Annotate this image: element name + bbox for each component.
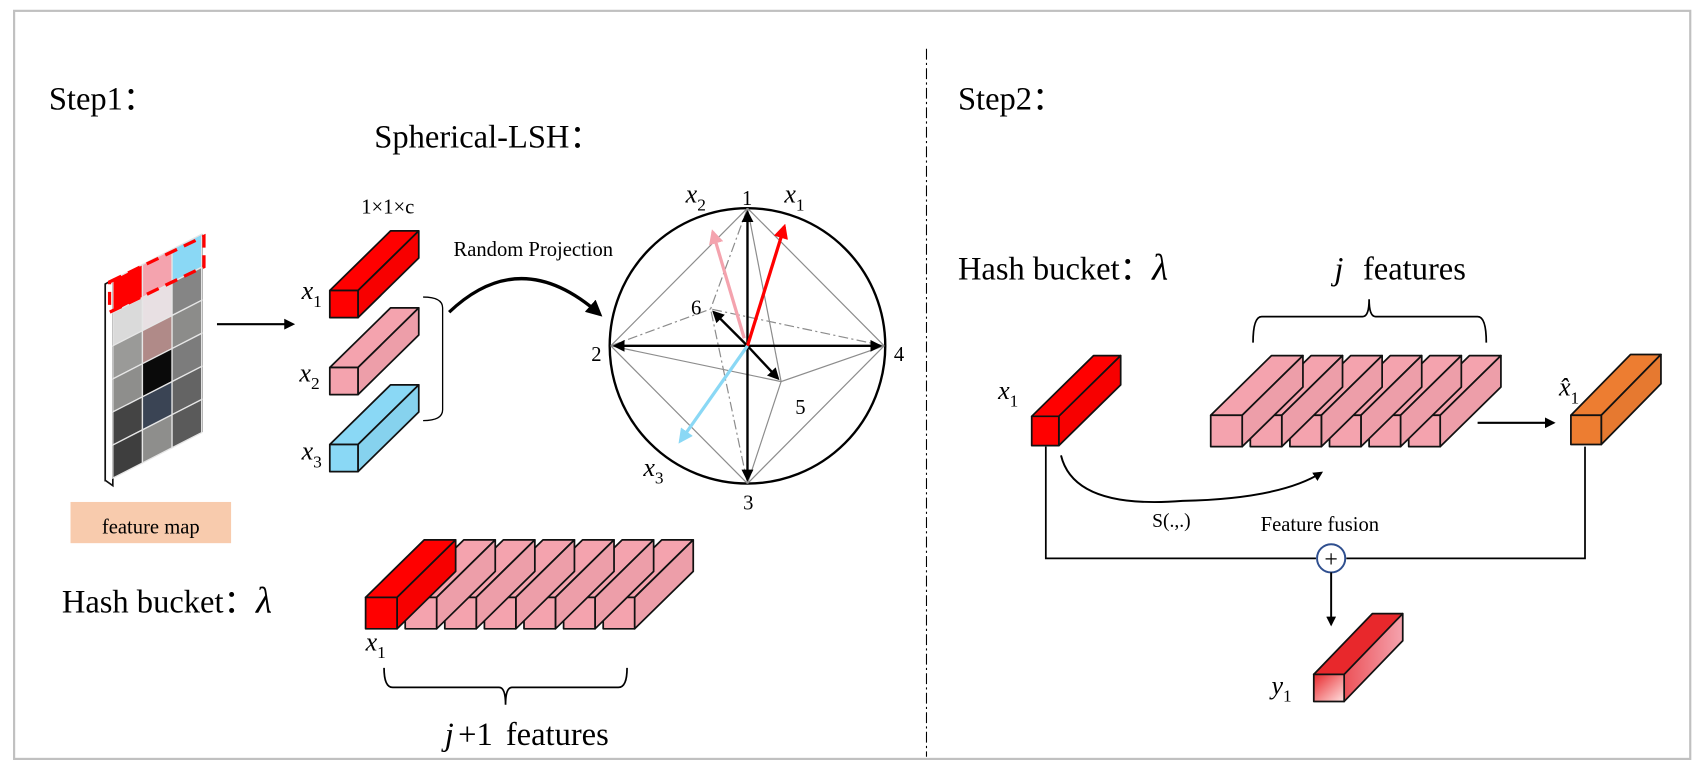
bucket-brace-step1 (383, 667, 628, 705)
vector-labels: x1 x2 x3 (298, 276, 321, 471)
dim-label: 1×1×c (361, 197, 414, 219)
sphere-point-1: 1 (742, 188, 752, 210)
step2-bucket-cubes (1209, 354, 1502, 448)
axis-to-6 (712, 310, 749, 347)
vector-group-bracket (423, 296, 444, 422)
vector-cube-x1 (328, 230, 420, 319)
similarity-arrow (1060, 455, 1324, 504)
step2-hash-bucket-label: Hash bucket：λ (958, 247, 1168, 288)
sphere-point-2: 2 (591, 344, 601, 366)
aggregate-cube (1570, 353, 1662, 446)
sphere-point-3: 3 (743, 493, 753, 515)
query-cube (1030, 354, 1122, 447)
sphere-point-4: 4 (894, 344, 904, 366)
sphere-point-6: 6 (691, 297, 701, 319)
similarity-label: S(.,.) (1152, 511, 1191, 532)
sphere-label-x1: x1 (783, 180, 804, 215)
spherical-lsh-title: Spherical-LSH： (374, 119, 602, 155)
plus-icon: + (1324, 547, 1337, 573)
fusion-plus-node: + (1316, 543, 1347, 574)
sphere-point-5: 5 (795, 397, 805, 419)
aggregated-label: x̂1 (1558, 373, 1579, 408)
octahedron-edges (610, 207, 885, 484)
feature-map-cell (171, 398, 203, 449)
feature-map-selection (107, 233, 206, 315)
projected-vector-x1 (745, 223, 788, 347)
fusion-line-left (1044, 446, 1316, 560)
output-cube-y1 (1312, 612, 1404, 703)
sphere-label-x2: x2 (685, 180, 706, 215)
bucket-first-label: x1 (365, 627, 386, 662)
fusion-label: Feature fusion (1261, 514, 1379, 536)
sphere: 1 2 3 4 5 6 x2 x1 x3 (591, 180, 904, 515)
aggregated-cube-x1-hat (1570, 353, 1662, 446)
query-label: x1 (997, 376, 1018, 411)
vector-label-x3: x3 (301, 437, 322, 472)
random-projection-label: Random Projection (453, 239, 613, 261)
vector-label-x2: x2 (298, 359, 319, 394)
fusion-line-right (1346, 446, 1586, 560)
step1-title: Step1： (49, 82, 156, 118)
vector-cube-x3 (328, 384, 420, 473)
axis-to-5 (746, 345, 780, 381)
vector-label-x1: x1 (301, 276, 322, 311)
bucket-cube-query (364, 539, 457, 630)
feature-map-label: feature map (102, 516, 200, 538)
step1-hash-bucket-label: Hash bucket：λ (62, 580, 272, 621)
projected-vector-x2 (709, 229, 746, 339)
bucket-brace-step2 (1252, 299, 1488, 343)
projected-vector-x3 (678, 344, 749, 444)
step1-bucket-cubes (364, 539, 695, 630)
random-projection-arrow (448, 277, 603, 317)
sphere-label-x3: x3 (642, 453, 663, 488)
output-label: y1 (1268, 671, 1291, 706)
feature-map-label-bg (70, 501, 232, 544)
step2-title: Step2： (958, 82, 1065, 118)
neighbor-cube (1209, 354, 1304, 448)
vector-cubes (328, 230, 420, 473)
feature-map (104, 233, 206, 488)
vector-cube-x2 (328, 307, 420, 396)
query-cube-x1 (1030, 354, 1122, 447)
